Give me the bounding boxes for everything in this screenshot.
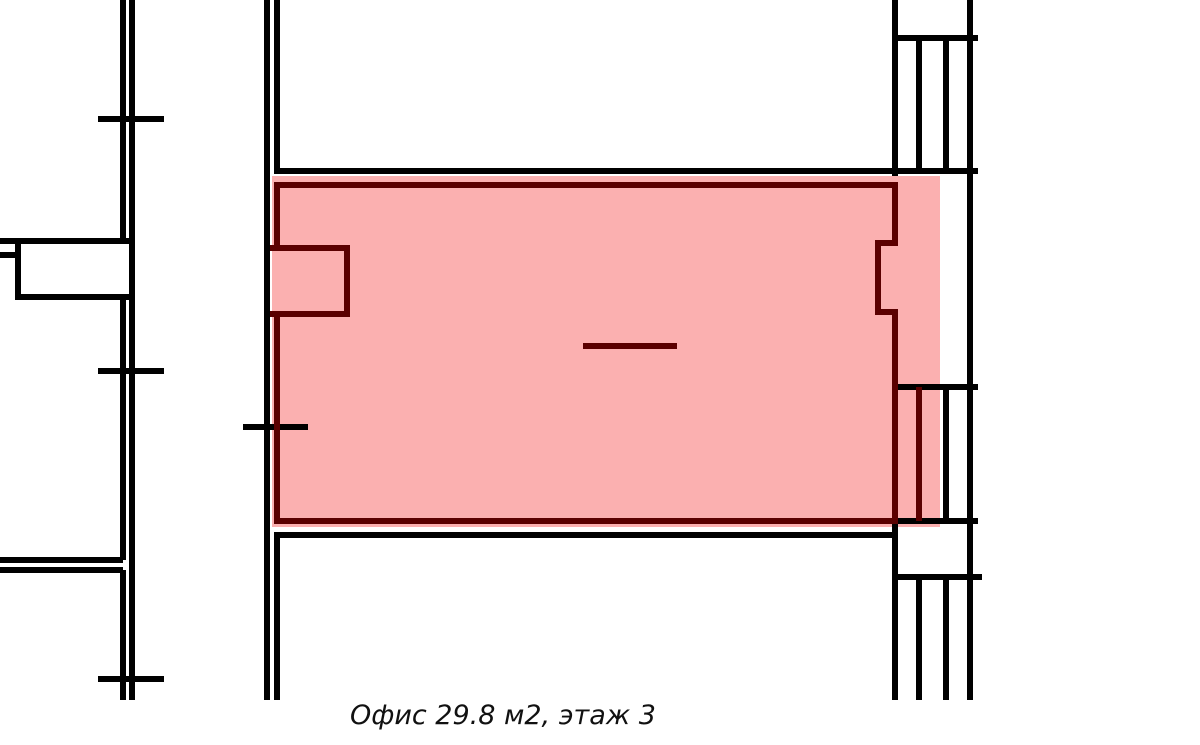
office-outline (270, 182, 922, 524)
walls (0, 0, 982, 700)
office-highlight[interactable] (272, 176, 940, 527)
office-caption: Офис 29.8 м2, этаж 3 (350, 700, 656, 731)
